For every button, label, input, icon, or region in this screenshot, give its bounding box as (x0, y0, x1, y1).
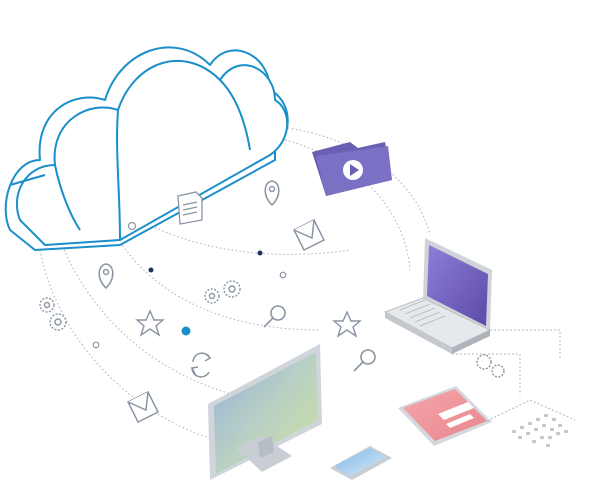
refresh-icon (190, 352, 212, 378)
envelope-icon (292, 218, 326, 252)
envelope-icon (126, 390, 160, 424)
magnifier-icon (263, 305, 286, 328)
folder-video-icon (312, 142, 392, 196)
star-icon (332, 310, 362, 338)
laptop-icon (383, 238, 492, 354)
pixel-cluster (512, 414, 568, 447)
orbit-lines (39, 99, 431, 441)
star-icon (135, 309, 165, 337)
cloud-icon (4, 46, 289, 251)
map-pin-icon (98, 263, 114, 290)
map-pin-icon (264, 180, 280, 207)
gears-icon (39, 297, 67, 331)
tablet-icon (398, 386, 492, 446)
connector-lines (452, 329, 576, 422)
document-icon (177, 191, 203, 225)
gears-icon (476, 354, 505, 378)
magnifier-icon (353, 349, 376, 372)
phone-icon (330, 446, 392, 480)
decorative-dots (92, 221, 287, 349)
gears-icon (204, 280, 241, 304)
monitor-icon (208, 344, 322, 480)
